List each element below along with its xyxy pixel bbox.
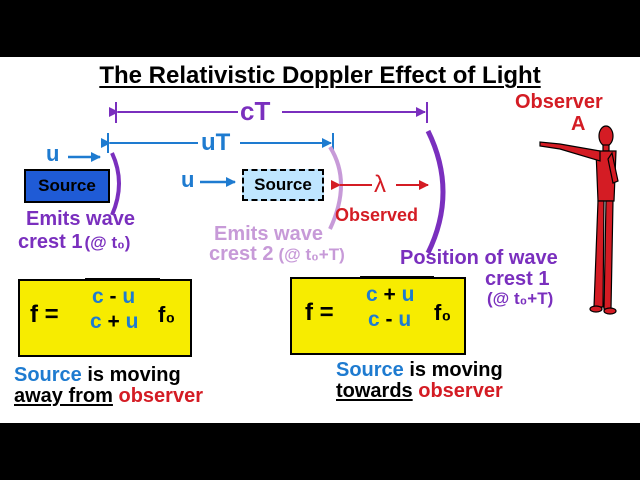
caption-away-line1: Source is moving: [14, 364, 181, 387]
emits-crest-2-line1: Emits wave: [214, 223, 323, 245]
caption-away-is-moving: is moving: [81, 364, 181, 386]
emits-crest-2-line2: crest 2(@ t₀+T): [209, 243, 345, 266]
formula-towards-den-op: -: [379, 308, 399, 331]
caption-away-line2: away from observer: [14, 385, 203, 408]
formula-towards-lhs: f =: [305, 299, 334, 326]
emits-crest-1-line2: crest 1(@ t₀): [18, 231, 130, 254]
emits-crest-1-time: (@ t₀): [84, 233, 131, 252]
formula-away-num-c: c: [92, 285, 104, 308]
emits-crest-2-time: (@ t₀+T): [278, 245, 345, 264]
formula-away-den-c: c: [90, 310, 102, 333]
wave-crest-1-position: [425, 129, 446, 255]
formula-away-num-op: -: [103, 285, 123, 308]
formula-away-f0: f₀: [158, 302, 176, 327]
caption-away-observer: observer: [112, 385, 203, 407]
observer-label: Observer: [515, 91, 603, 113]
ct-dimension: [109, 102, 428, 123]
position-crest-1-time: (@ t₀+T): [487, 289, 554, 308]
caption-towards-line2: towards observer: [336, 380, 503, 403]
formula-towards-den-c: c: [368, 308, 380, 331]
formula-away-denominator: c + u: [90, 310, 138, 334]
wavelength-symbol: λ: [374, 171, 386, 198]
velocity-label-2: u: [181, 167, 195, 192]
page-title: The Relativistic Doppler Effect of Light: [99, 62, 541, 89]
formula-away-numerator: c - u: [92, 285, 135, 309]
formula-towards-num-u: u: [401, 283, 415, 306]
emits-crest-1-line1: Emits wave: [26, 208, 135, 230]
observed-label: Observed: [335, 205, 419, 225]
wave-crest-1-emitted: [110, 152, 121, 216]
ut-label: uT: [201, 129, 231, 156]
ct-label: cT: [240, 96, 271, 126]
formula-towards-num-op: +: [377, 283, 402, 306]
formula-away-box: [18, 279, 192, 357]
caption-away-direction: away from: [14, 385, 113, 407]
formula-towards-f0: f₀: [434, 300, 452, 325]
observer-figure: [539, 125, 619, 315]
source-box-later: Source: [242, 169, 324, 201]
caption-away-source: Source: [14, 364, 82, 386]
caption-towards-line1: Source is moving: [336, 359, 503, 382]
formula-away-num-u: u: [122, 285, 136, 308]
caption-towards-observer: observer: [412, 380, 503, 402]
formula-away-den-op: +: [101, 310, 126, 333]
position-crest-1-line1: Position of wave: [400, 247, 558, 269]
diagram-canvas: The Relativistic Doppler Effect of Light: [0, 57, 640, 423]
position-crest-1-line2: crest 1: [485, 268, 550, 290]
velocity-label-1: u: [46, 141, 60, 166]
source-box-initial: Source: [24, 169, 110, 203]
observer-letter: A: [571, 113, 586, 135]
emits-crest-1-text: crest 1: [18, 231, 83, 253]
formula-towards-den-u: u: [398, 308, 412, 331]
formula-away-lhs: f =: [30, 301, 59, 328]
formula-towards-denominator: c - u: [368, 308, 411, 332]
emits-crest-2-text: crest 2: [209, 243, 274, 265]
formula-towards-numerator: c + u: [366, 283, 414, 307]
formula-away-den-u: u: [125, 310, 139, 333]
formula-towards-num-c: c: [366, 283, 378, 306]
caption-towards-source: Source: [336, 359, 404, 381]
caption-towards-is-moving: is moving: [403, 359, 503, 381]
diagram-drawing: [66, 102, 619, 348]
caption-towards-direction: towards: [336, 380, 413, 402]
formula-towards-box: [290, 277, 466, 355]
